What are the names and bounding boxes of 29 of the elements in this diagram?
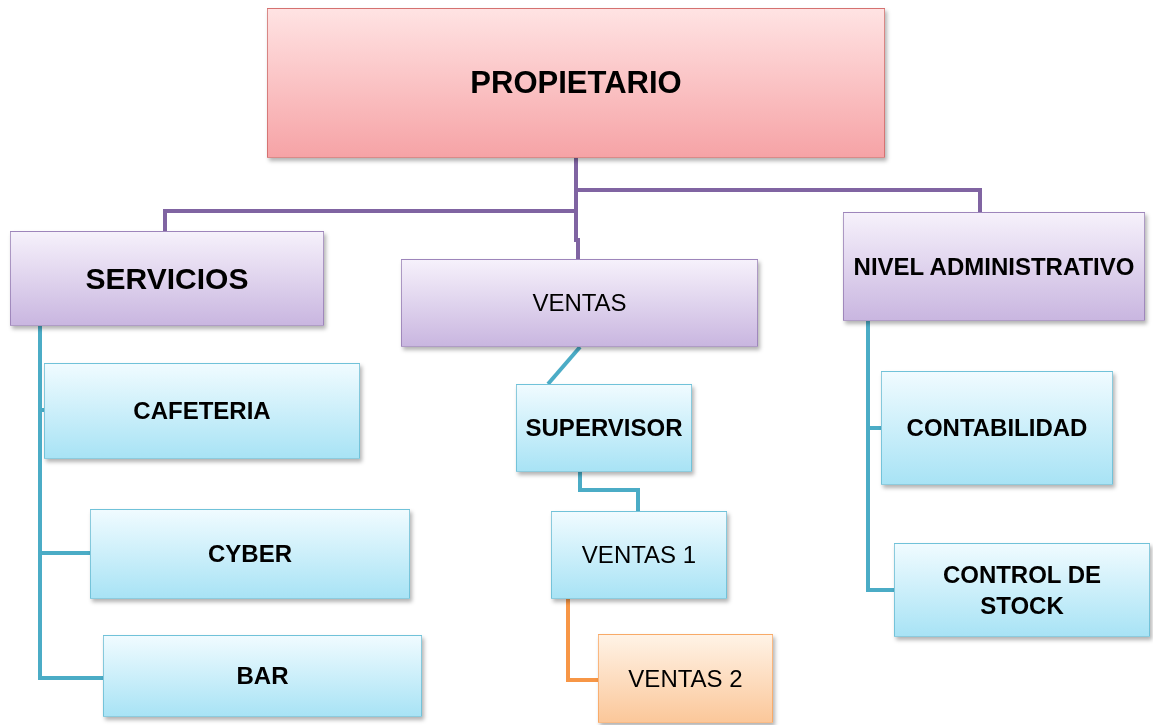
box-label: VENTAS — [532, 288, 627, 319]
box-label: NIVEL ADMINISTRATIVO — [853, 251, 1135, 282]
box-label: SUPERVISOR — [525, 413, 683, 444]
box-label: BAR — [236, 661, 289, 692]
org-box — [516, 384, 692, 472]
box-label: SERVICIOS — [85, 261, 249, 297]
box-label: PROPIETARIO — [470, 63, 682, 102]
box-label: CONTABILIDAD — [906, 413, 1088, 444]
org-box — [103, 635, 422, 717]
org-box — [401, 259, 758, 347]
connector-line — [38, 326, 103, 680]
box-label: CYBER — [208, 539, 292, 570]
org-box — [843, 212, 1145, 321]
box-label: VENTAS 2 — [628, 663, 743, 694]
org-box — [10, 231, 324, 326]
org-box — [90, 509, 410, 599]
connector-line — [578, 472, 640, 511]
box-label: CONTROL DE STOCK — [941, 559, 1103, 621]
org-box — [598, 634, 773, 723]
connector-line — [574, 158, 982, 212]
org-box — [881, 371, 1113, 485]
org-box — [894, 543, 1150, 637]
box-label: CAFETERIA — [133, 396, 271, 427]
org-box — [44, 363, 360, 459]
connector-line — [546, 345, 582, 386]
connector-line — [566, 599, 598, 682]
org-box — [551, 511, 727, 599]
org-box — [267, 8, 885, 158]
box-label: VENTAS 1 — [581, 540, 697, 571]
